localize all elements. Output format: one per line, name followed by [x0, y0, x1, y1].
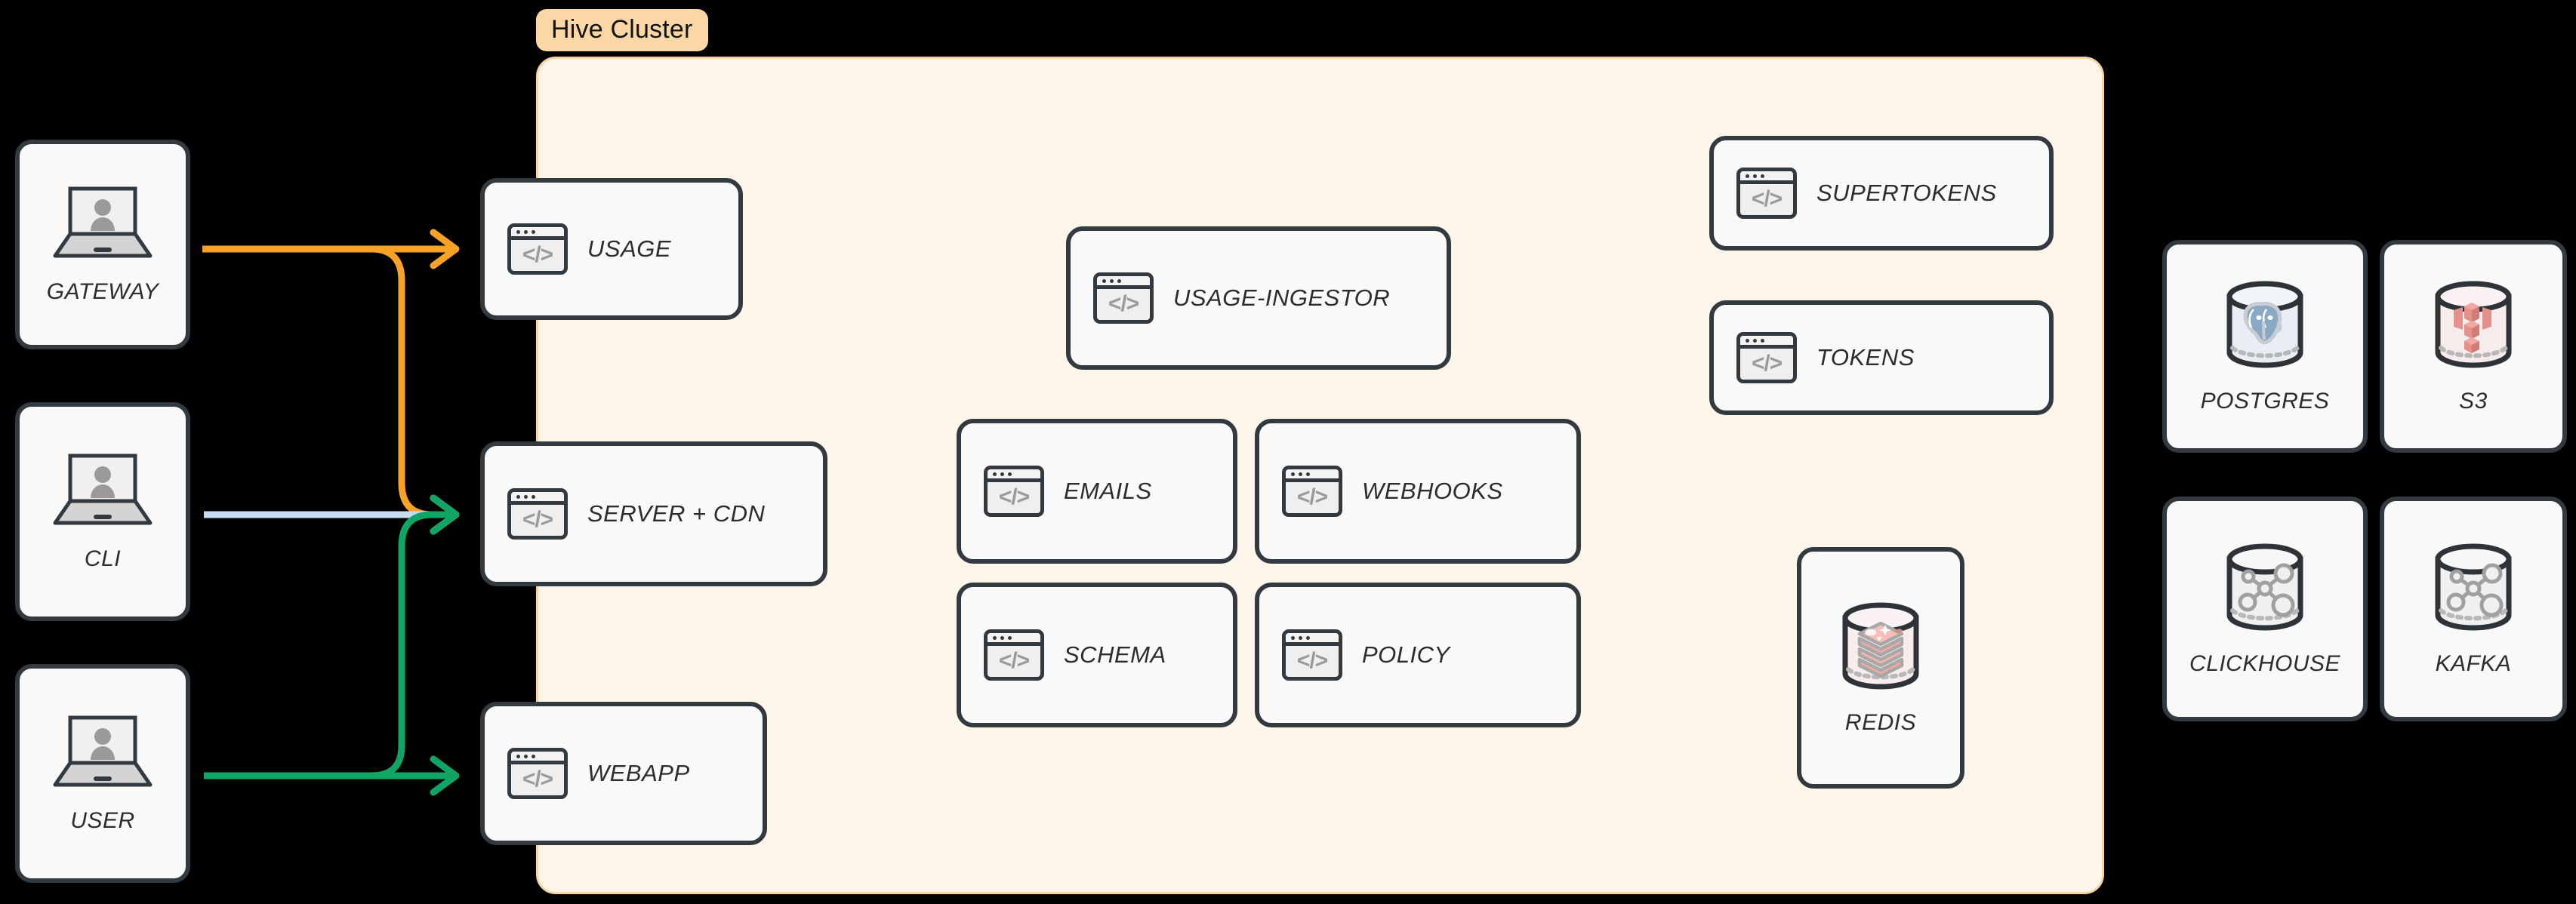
- service-label: SERVER + CDN: [587, 500, 766, 527]
- code-window-icon: </>: [507, 488, 568, 540]
- client-label: CLI: [84, 546, 122, 571]
- edge-cli-to-server-cdn: [204, 494, 460, 535]
- client-node-cli[interactable]: CLI: [15, 402, 190, 621]
- code-window-icon: </>: [1093, 272, 1154, 324]
- laptop-icon: [48, 451, 158, 530]
- service-node-usage[interactable]: </> USAGE: [480, 178, 743, 320]
- edge-gateway-to-server-cdn: [202, 245, 460, 535]
- datastore-label: CLICKHOUSE: [2189, 651, 2341, 676]
- redis-cylinder-icon: [1829, 600, 1933, 693]
- service-label: USAGE: [587, 235, 672, 262]
- datastore-node-postgres[interactable]: POSTGRES: [2162, 240, 2368, 453]
- s3-cylinder-icon: [2421, 278, 2525, 372]
- service-node-webapp[interactable]: </> WEBAPP: [480, 702, 767, 845]
- code-window-icon: </>: [984, 466, 1044, 517]
- client-label: GATEWAY: [46, 279, 159, 304]
- service-label: SCHEMA: [1064, 641, 1166, 668]
- service-label: SUPERTOKENS: [1816, 180, 1997, 206]
- code-window-icon: </>: [1282, 629, 1342, 681]
- edge-gateway-to-usage: [202, 229, 460, 269]
- edge-user-to-webapp: [204, 755, 460, 796]
- service-node-usage-ingestor[interactable]: </> USAGE-INGESTOR: [1066, 226, 1451, 370]
- client-node-user[interactable]: USER: [15, 664, 190, 883]
- service-label: EMAILS: [1064, 478, 1152, 504]
- service-label: USAGE-INGESTOR: [1173, 284, 1391, 311]
- service-node-schema[interactable]: </> SCHEMA: [957, 583, 1237, 727]
- code-window-icon: </>: [1736, 332, 1797, 383]
- code-window-icon: </>: [1282, 466, 1342, 517]
- datastore-node-s3[interactable]: S3: [2380, 240, 2567, 453]
- service-node-supertokens[interactable]: </> SUPERTOKENS: [1709, 136, 2054, 251]
- service-node-policy[interactable]: </> POLICY: [1255, 583, 1581, 727]
- service-label: TOKENS: [1816, 344, 1915, 371]
- datastore-label: S3: [2459, 389, 2488, 414]
- service-label: POLICY: [1362, 641, 1450, 668]
- service-node-emails[interactable]: </> EMAILS: [957, 419, 1237, 564]
- service-label: WEBAPP: [587, 760, 690, 786]
- laptop-icon: [48, 713, 158, 792]
- datastore-node-kafka[interactable]: KAFKA: [2380, 497, 2567, 721]
- datastore-label: KAFKA: [2435, 651, 2512, 676]
- service-node-tokens[interactable]: </> TOKENS: [1709, 300, 2054, 415]
- service-node-webhooks[interactable]: </> WEBHOOKS: [1255, 419, 1581, 564]
- code-window-icon: </>: [507, 223, 568, 275]
- laptop-icon: [48, 184, 158, 263]
- code-window-icon: </>: [507, 748, 568, 799]
- client-label: USER: [70, 808, 135, 833]
- datastore-node-redis[interactable]: REDIS: [1797, 547, 1964, 789]
- edge-user-to-server-cdn: [204, 494, 460, 779]
- code-window-icon: </>: [1736, 168, 1797, 219]
- network-cylinder-icon: [2213, 541, 2317, 635]
- datastore-label: REDIS: [1844, 710, 1917, 735]
- service-node-server-cdn[interactable]: </> SERVER + CDN: [480, 441, 827, 586]
- client-node-gateway[interactable]: GATEWAY: [15, 140, 190, 349]
- datastore-node-clickhouse[interactable]: CLICKHOUSE: [2162, 497, 2368, 721]
- code-window-icon: </>: [984, 629, 1044, 681]
- service-label: WEBHOOKS: [1362, 478, 1503, 504]
- hive-cluster-label: Hive Cluster: [536, 9, 708, 51]
- postgres-cylinder-icon: [2213, 278, 2317, 372]
- datastore-label: POSTGRES: [2200, 389, 2330, 414]
- network-cylinder-icon: [2421, 541, 2525, 635]
